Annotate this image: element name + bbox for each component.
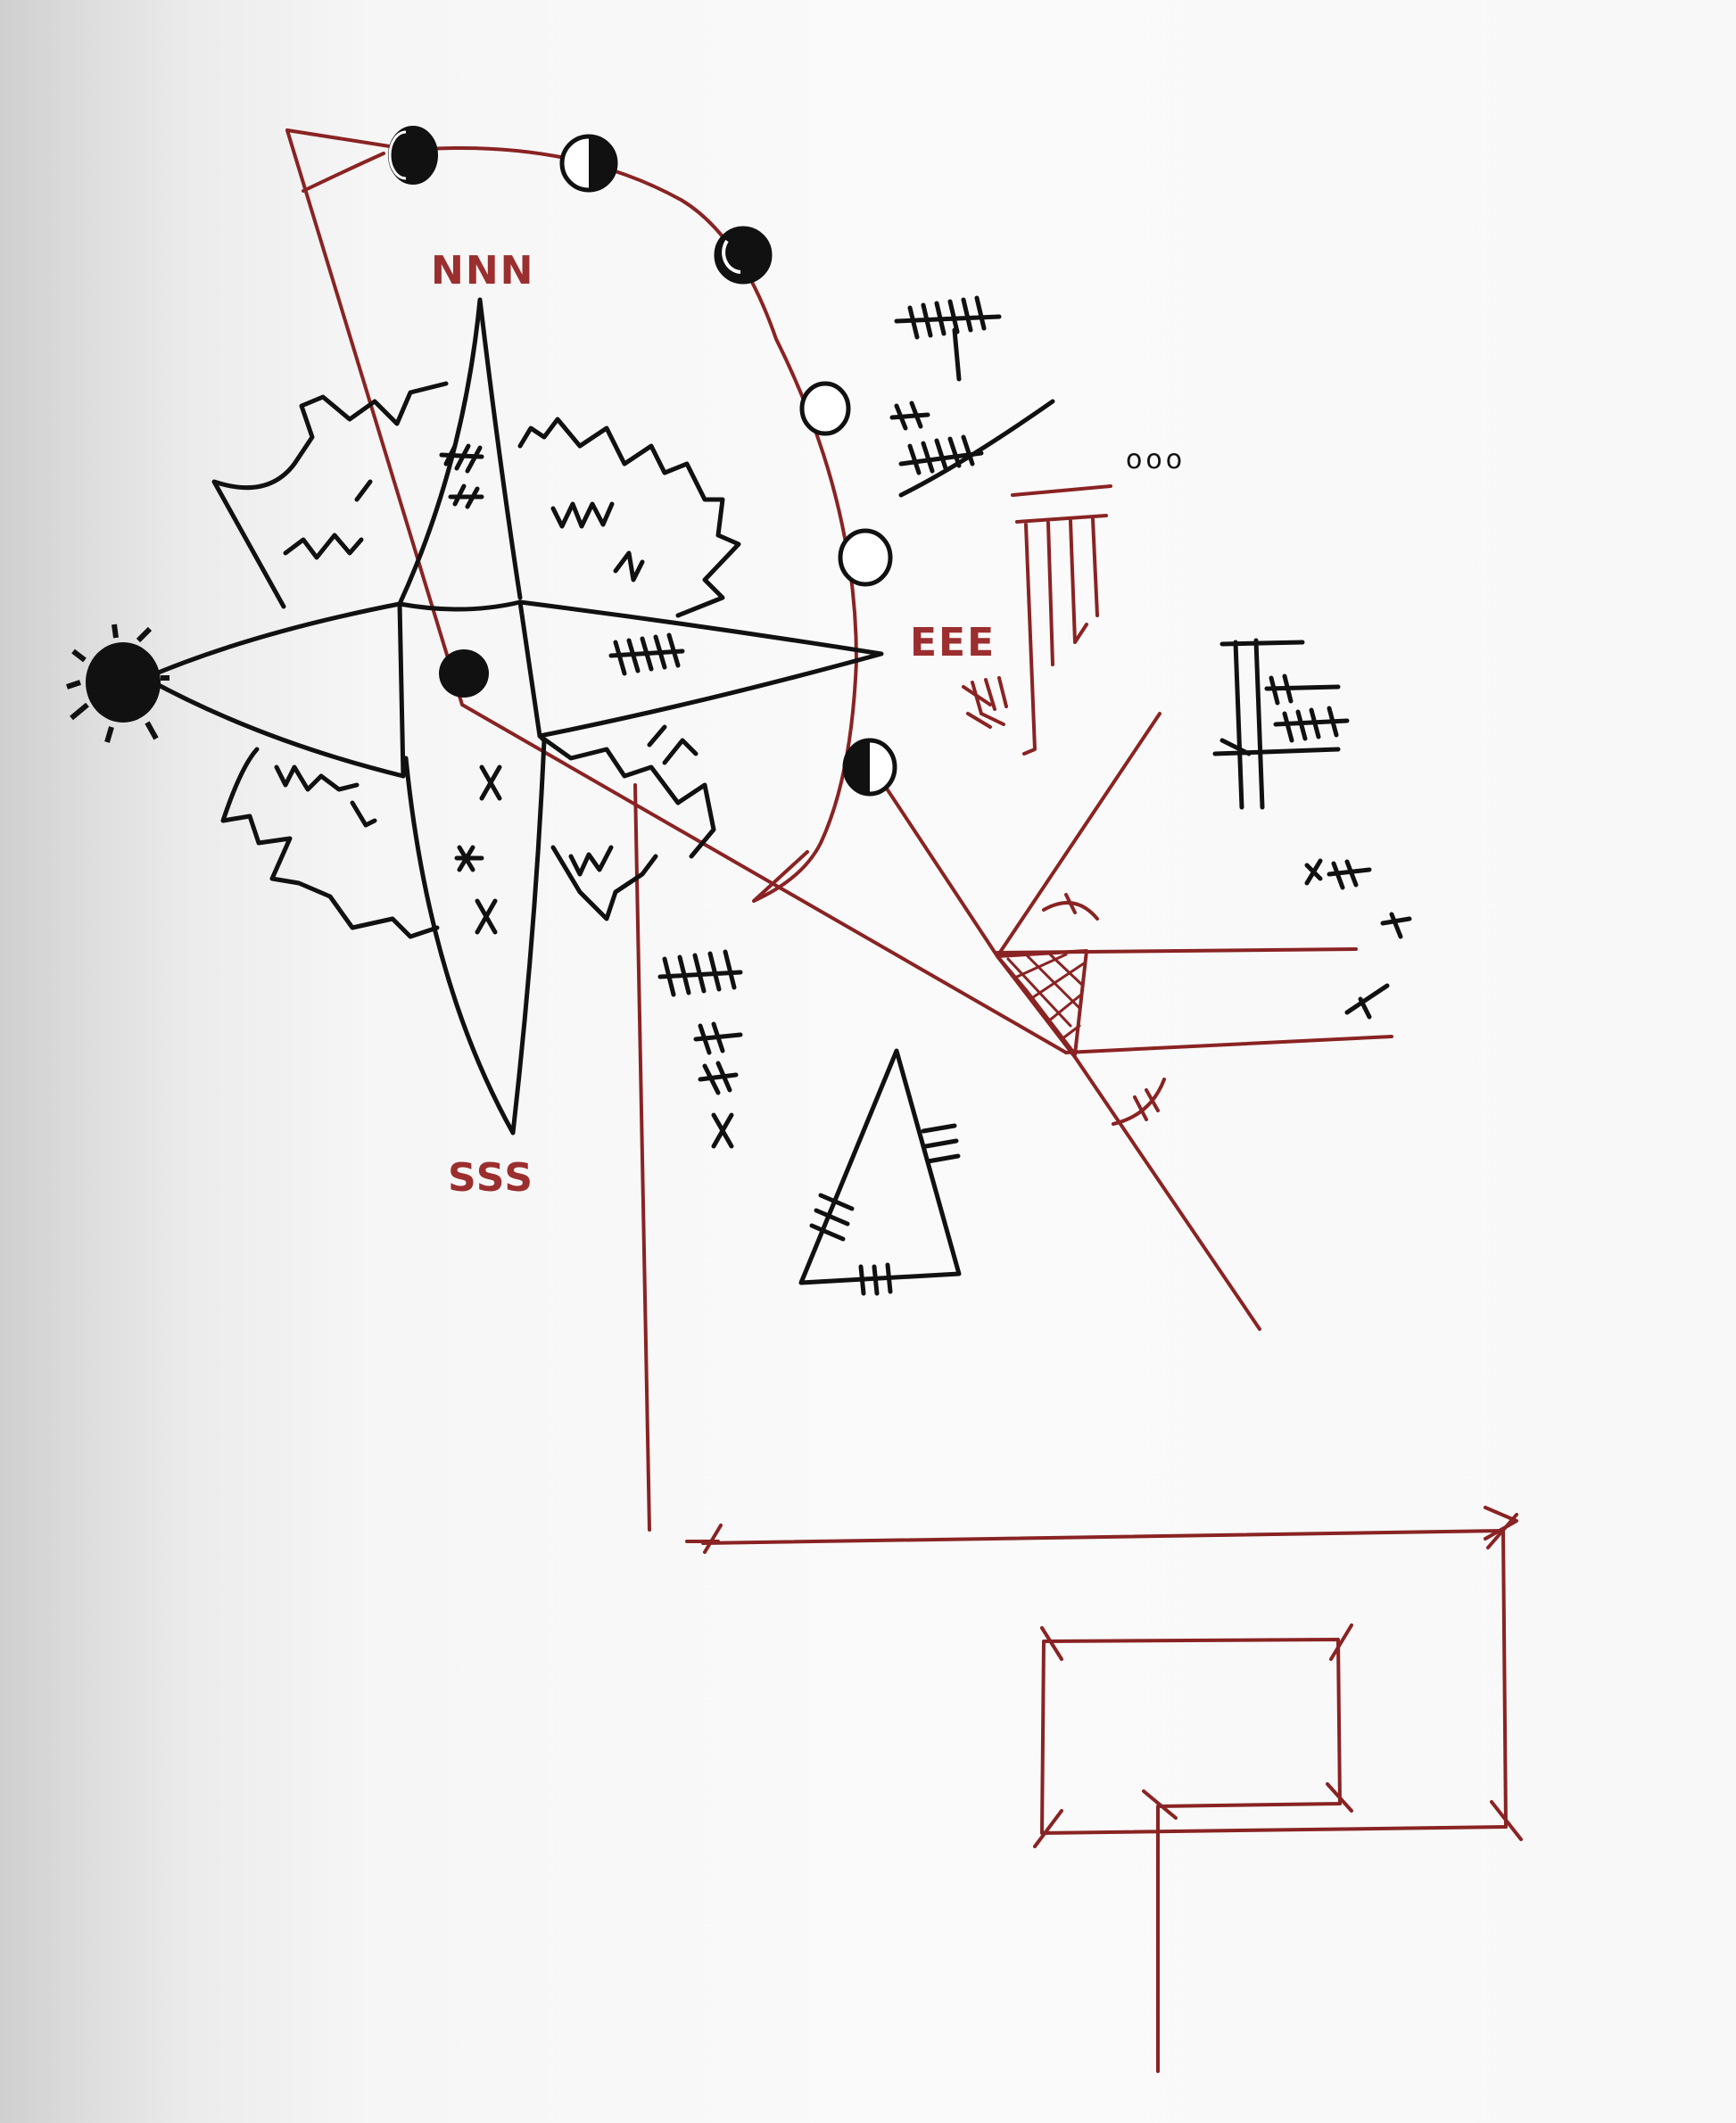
flare-scribble-1 xyxy=(553,504,612,526)
ink-blot-icon xyxy=(67,624,169,742)
flare-north-east xyxy=(520,419,739,615)
triangle-ticks-right xyxy=(923,1126,958,1161)
flare-scribble-e2 xyxy=(649,727,696,763)
flare-scribble-2 xyxy=(616,553,642,580)
moon-full-1-icon xyxy=(802,384,848,434)
tally-col-1 xyxy=(660,952,740,995)
star-tally-2 xyxy=(451,486,482,507)
tally-col-3 xyxy=(700,1063,736,1093)
star-west-point xyxy=(145,604,403,776)
star-north-point xyxy=(400,300,520,604)
flare-tally-east xyxy=(611,635,682,673)
base-line xyxy=(703,1531,1503,1543)
tally-group-2 xyxy=(892,403,928,428)
label-north: NNN xyxy=(431,248,534,293)
moon-waning-icon xyxy=(845,740,895,794)
triangle-ticks-left xyxy=(812,1195,852,1239)
star-east-point xyxy=(520,602,881,736)
red-tally-lines xyxy=(1013,486,1111,754)
arrow-left-base xyxy=(687,1525,721,1552)
label-south: SSS xyxy=(448,1155,534,1201)
star-south-point xyxy=(406,740,544,1133)
tally-marks xyxy=(660,298,1409,1293)
tally-group-1 xyxy=(897,298,999,379)
flare-east-lower xyxy=(540,736,714,856)
tick-inner-top-right xyxy=(1331,1625,1352,1659)
tally-col-2 xyxy=(696,1024,740,1053)
moon-to-box-line xyxy=(883,783,997,956)
compass-star xyxy=(67,300,881,1133)
moon-new-1-icon xyxy=(390,128,436,183)
flare-scribble-sw xyxy=(277,767,375,825)
top-wedge-arc xyxy=(303,153,384,191)
star-cross-1 xyxy=(482,767,500,798)
tally-grid-right xyxy=(1215,640,1347,807)
star-cross-3 xyxy=(477,901,495,932)
lower-ray xyxy=(1066,1037,1392,1053)
moon-half-icon xyxy=(562,136,616,190)
label-small-circles: ooo xyxy=(1126,444,1186,475)
star-cross-2 xyxy=(457,847,482,870)
tally-col-4 xyxy=(714,1115,732,1146)
red-tally-small xyxy=(963,678,1006,727)
tally-scatter-right xyxy=(1307,861,1409,1017)
right-vertical-line xyxy=(1503,1531,1506,1827)
center-dot-icon xyxy=(439,649,489,698)
spiral-lines xyxy=(1042,1640,1506,2071)
moon-full-2-icon xyxy=(840,531,890,584)
tick-inner-bottom-left xyxy=(1035,1811,1062,1846)
flare-scribble-se xyxy=(571,847,611,874)
moon-gibbous-icon xyxy=(716,228,770,282)
crossing-diagonal xyxy=(997,714,1260,1329)
flare-scribble-3 xyxy=(285,482,370,558)
triangle-shape xyxy=(801,1051,959,1283)
long-vertical-line xyxy=(635,785,649,1530)
label-east: EEE xyxy=(910,620,996,665)
